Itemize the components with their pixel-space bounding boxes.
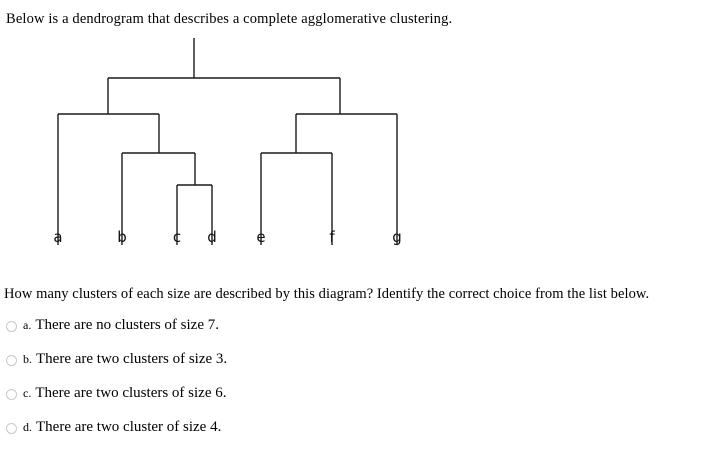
- dendrogram-merge-cd: [176, 184, 213, 245]
- answer-options-list: a. There are no clusters of size 7. b. T…: [0, 316, 721, 452]
- option-text-b: There are two clusters of size 3.: [36, 351, 228, 367]
- option-row-a[interactable]: a. There are no clusters of size 7.: [0, 316, 721, 350]
- dendrogram-merge-root: [107, 77, 341, 114]
- option-row-c[interactable]: c. There are two clusters of size 6.: [0, 384, 721, 418]
- intro-text: Below is a dendrogram that describes a c…: [6, 11, 453, 27]
- dendrogram-svg: a b c d e f g: [53, 38, 402, 246]
- option-text-a: There are no clusters of size 7.: [35, 317, 219, 333]
- option-row-b[interactable]: b. There are two clusters of size 3.: [0, 350, 721, 384]
- radio-button-d[interactable]: [6, 423, 17, 434]
- option-key-a: a.: [23, 318, 32, 332]
- dendrogram-merge-ef: [260, 152, 333, 245]
- option-key-b: b.: [23, 352, 32, 366]
- dendrogram-merge-a-bcd: [57, 113, 160, 245]
- dendrogram-merge-efg: [295, 113, 398, 245]
- leaf-label-d: d: [207, 228, 217, 246]
- radio-button-b[interactable]: [6, 355, 17, 366]
- radio-button-a[interactable]: [6, 321, 17, 332]
- leaf-label-b: b: [117, 228, 127, 246]
- option-text-d: There are two cluster of size 4.: [36, 419, 222, 435]
- leaf-label-f: f: [329, 228, 335, 246]
- dendrogram-merge-b-cd: [121, 152, 196, 245]
- leaf-label-g: g: [392, 228, 402, 246]
- leaf-label-e: e: [256, 228, 265, 246]
- option-text-c: There are two clusters of size 6.: [35, 385, 227, 401]
- radio-button-c[interactable]: [6, 389, 17, 400]
- leaf-label-c: c: [173, 228, 181, 246]
- leaf-label-a: a: [53, 228, 62, 246]
- option-row-d[interactable]: d. There are two cluster of size 4.: [0, 418, 721, 452]
- option-key-d: d.: [23, 420, 32, 434]
- option-key-c: c.: [23, 386, 32, 400]
- question-text: How many clusters of each size are descr…: [4, 286, 650, 302]
- dendrogram-figure: a b c d e f g: [0, 30, 460, 255]
